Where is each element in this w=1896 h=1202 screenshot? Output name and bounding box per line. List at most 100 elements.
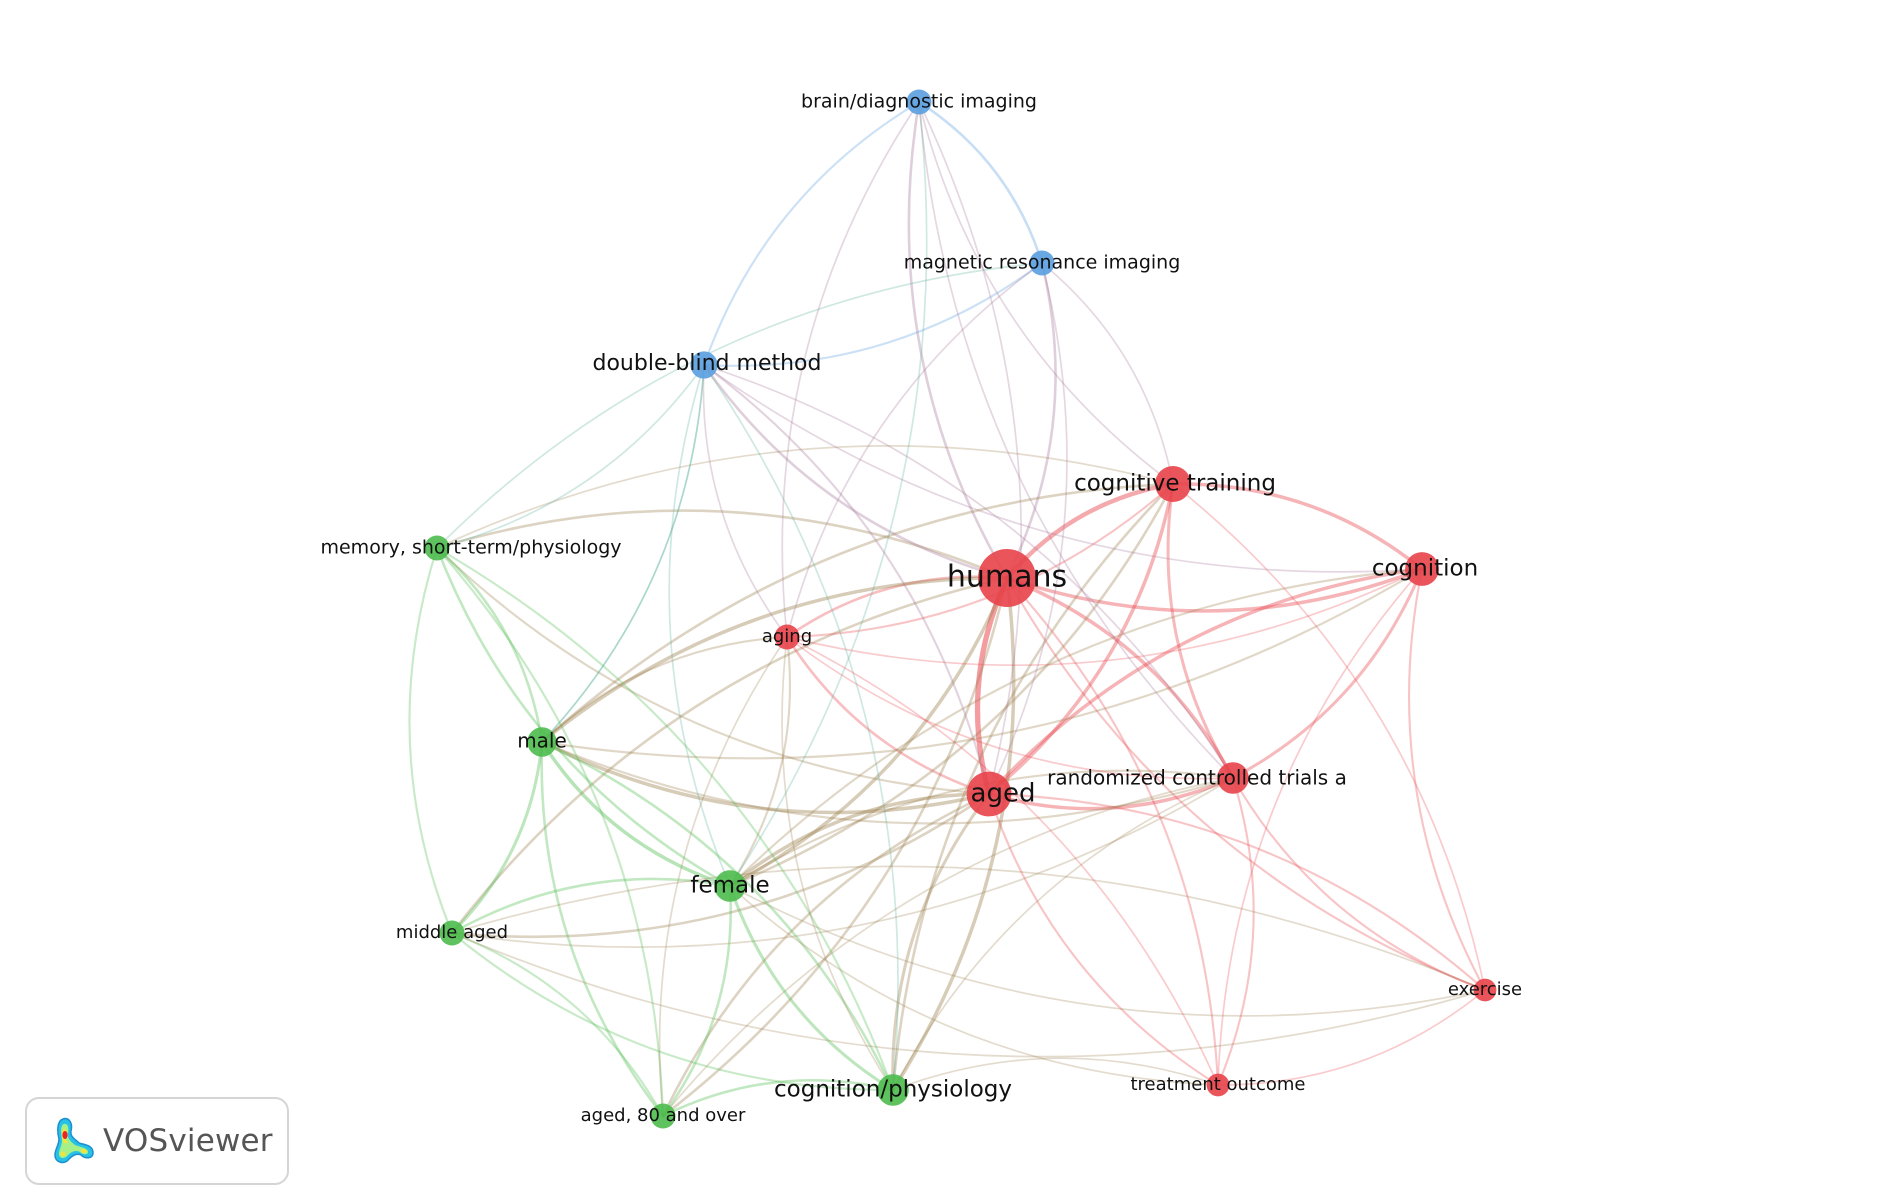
node-label-rct: randomized controlled trials a — [1047, 766, 1347, 790]
edge-aged-female — [728, 792, 991, 888]
node-label-cognitive-training: cognitive training — [1074, 471, 1276, 497]
node-aged[interactable] — [966, 771, 1012, 817]
edge-double_blind-brain_imaging — [702, 100, 921, 367]
edge-aged-male — [540, 740, 991, 815]
edge-brain_imaging-rct — [918, 101, 1234, 779]
edge-rct-double_blind — [703, 364, 1234, 779]
node-label-exercise: exercise — [1448, 979, 1522, 1000]
node-label-middle-aged: middle aged — [396, 922, 508, 943]
edge-humans-exercise — [1005, 576, 1487, 992]
edge-humans-cognition — [1005, 567, 1424, 613]
nodes-layer — [424, 89, 1497, 1129]
node-label-humans: humans — [947, 560, 1067, 595]
node-label-double-blind: double-blind method — [593, 351, 822, 376]
edge-mri-aged — [988, 262, 1068, 795]
node-brain-imaging[interactable] — [906, 89, 932, 115]
edges-layer — [408, 100, 1487, 1118]
edge-female-cognition_physiology — [728, 884, 895, 1092]
edge-female-aging — [728, 635, 792, 888]
edge-cognition-rct — [1231, 567, 1424, 780]
edge-humans-brain_imaging — [907, 100, 1009, 580]
edge-cognition-aging — [786, 568, 1423, 667]
edge-male-memory_st — [435, 546, 544, 744]
edge-cognition_physiology-treatment_outcome — [892, 1057, 1219, 1091]
edge-aged-memory_st — [435, 546, 991, 796]
node-middle-aged[interactable] — [439, 920, 465, 946]
node-cognitive-training[interactable] — [1155, 466, 1191, 502]
edge-cognitive_training-memory_st — [436, 445, 1174, 549]
node-male[interactable] — [527, 727, 557, 757]
node-rct[interactable] — [1217, 762, 1249, 794]
node-label-male: male — [517, 729, 567, 753]
edge-double_blind-mri — [702, 261, 1044, 367]
edge-brain_imaging-aging — [781, 101, 920, 638]
edge-aged-double_blind — [702, 363, 991, 796]
edge-aged-rct — [987, 776, 1235, 811]
edge-aged-exercise — [987, 792, 1487, 992]
edge-humans-male — [540, 576, 1009, 744]
node-double-blind[interactable] — [690, 351, 718, 379]
edge-treatment_outcome-female — [729, 885, 1219, 1086]
edge-cognitive_training-brain_imaging — [918, 101, 1174, 485]
node-aging[interactable] — [774, 624, 800, 650]
edge-humans-mri — [1005, 261, 1057, 580]
node-humans[interactable] — [978, 549, 1036, 607]
node-exercise[interactable] — [1473, 978, 1497, 1002]
edge-mri-brain_imaging — [917, 100, 1044, 265]
edge-cognition_physiology-aging — [781, 636, 894, 1091]
edge-male-double_blind — [541, 364, 705, 743]
node-label-brain-imaging: brain/diagnostic imaging — [801, 91, 1037, 113]
edge-middle_aged-exercise — [451, 932, 1486, 1058]
edge-cognition_physiology-double_blind — [703, 364, 899, 1091]
vosviewer-logo-icon — [54, 1117, 94, 1164]
node-mri[interactable] — [1029, 250, 1055, 276]
edge-aged-aged80 — [661, 792, 991, 1118]
node-label-cognition: cognition — [1372, 556, 1478, 582]
edge-humans-aged80 — [661, 576, 1009, 1118]
node-label-mri: magnetic resonance imaging — [904, 252, 1181, 274]
edge-rct-male — [540, 740, 1235, 825]
edge-exercise-treatment_outcome — [1217, 989, 1486, 1086]
edge-treatment_outcome-aging — [786, 636, 1219, 1086]
labels-layer: humans aged cognitive training cognition ran… — [320, 91, 1522, 1127]
vosviewer-logo: VOSviewer — [25, 1097, 289, 1185]
edge-humans-cognition_physiology — [891, 576, 1016, 1092]
edge-brain_imaging-aged — [918, 101, 1023, 795]
node-label-memory-st: memory, short-term/physiology — [320, 537, 621, 559]
node-aged80[interactable] — [650, 1103, 676, 1129]
node-label-aging: aging — [762, 626, 812, 647]
edge-humans-treatment_outcome — [1005, 576, 1220, 1087]
edge-aged80-memory_st — [435, 546, 665, 1118]
edge-male-aging — [540, 635, 789, 744]
node-female[interactable] — [714, 870, 746, 902]
edge-male-cognition_physiology — [540, 740, 895, 1092]
node-treatment-outcome[interactable] — [1206, 1073, 1230, 1097]
edge-middle_aged-memory_st — [408, 546, 454, 935]
edge-humans-aging — [785, 575, 1009, 639]
edge-cognitive_training-cognition_physiology — [891, 482, 1175, 1092]
edge-memory_st-double_blind — [436, 364, 705, 549]
edge-female-double_blind — [668, 364, 731, 887]
edge-male-middle_aged — [450, 740, 544, 935]
edge-aged-middle_aged — [450, 792, 991, 939]
edge-double_blind-male — [541, 364, 705, 743]
edge-exercise-middle_aged — [451, 865, 1486, 991]
node-cognition-physiology[interactable] — [877, 1074, 909, 1106]
edge-cognition_physiology-memory_st — [435, 546, 895, 1092]
node-memory-st[interactable] — [424, 535, 450, 561]
edge-double_blind-aging — [702, 364, 788, 638]
node-cognition[interactable] — [1405, 552, 1439, 586]
edge-aged80-aging — [658, 636, 788, 1117]
edge-brain_imaging-female — [729, 101, 928, 887]
edge-cognitive_training-male — [540, 482, 1175, 744]
edge-cognition-double_blind — [703, 364, 1423, 573]
edge-humans-rct — [1005, 576, 1235, 780]
edge-cognitive_training-exercise — [1172, 483, 1486, 991]
edge-rct-treatment_outcome — [1216, 776, 1255, 1087]
edge-cognitive_training-mri — [1041, 262, 1174, 485]
edge-female-aged80 — [661, 884, 732, 1118]
edge-humans-female — [728, 576, 1009, 888]
edge-humans-middle_aged — [450, 576, 1009, 935]
edge-female-male — [540, 740, 732, 888]
node-label-aged: aged — [971, 779, 1036, 809]
